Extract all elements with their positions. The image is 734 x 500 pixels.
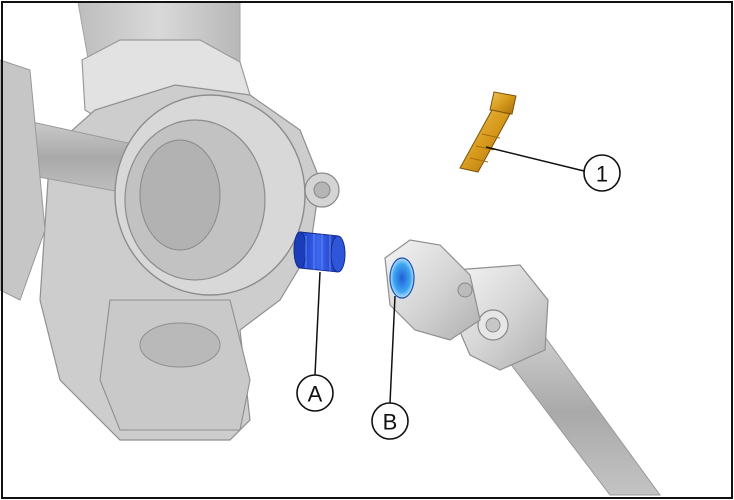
intermediate-shaft <box>384 239 661 496</box>
leader-line-a <box>314 271 321 376</box>
bolt-thread-3 <box>469 157 489 163</box>
lower-mount-hole <box>139 322 221 368</box>
bolt-thread-2 <box>475 145 495 151</box>
leader-line-b <box>389 295 396 404</box>
callout-a: A <box>296 374 334 412</box>
cross-pin-center <box>485 317 501 333</box>
left-bracket <box>0 59 46 301</box>
spline-shaft-a <box>293 231 346 273</box>
callout-b: B <box>371 402 409 440</box>
steering-column-assembly <box>0 1 340 441</box>
callout-label-a: A <box>308 382 323 407</box>
bearing-inner-ring <box>139 139 221 251</box>
bolt-thread-1 <box>481 133 501 139</box>
yoke-bolt-hole <box>457 282 473 298</box>
callout-label-b: B <box>383 410 398 435</box>
stud-center <box>313 181 331 199</box>
callout-label-1: 1 <box>596 162 608 187</box>
leader-line-1 <box>485 146 585 172</box>
callout-1: 1 <box>583 154 621 192</box>
yoke-bore-b <box>389 257 415 299</box>
bolt-1 <box>459 91 517 173</box>
